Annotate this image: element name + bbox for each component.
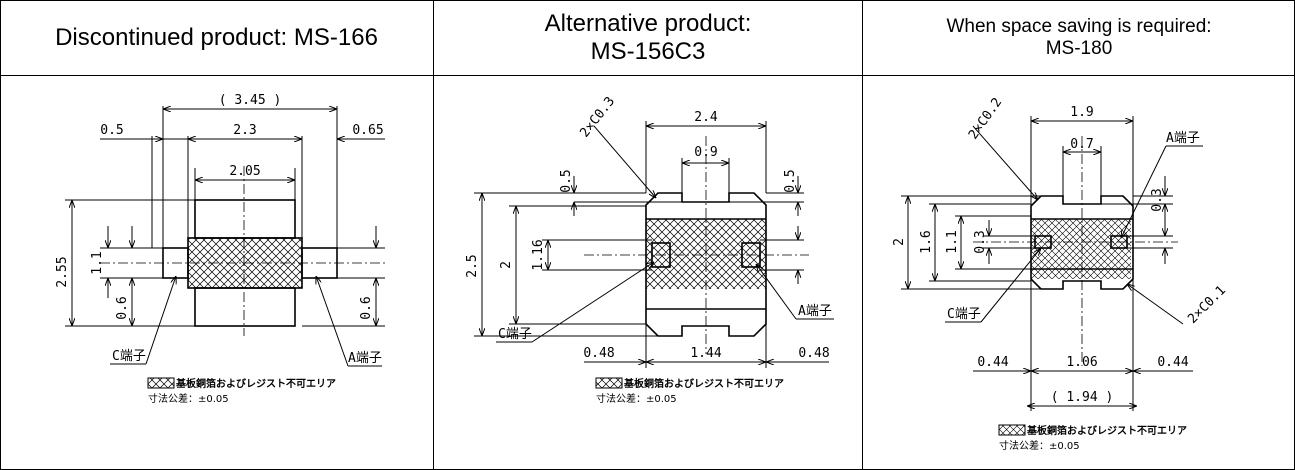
dim-term-height: 1.16 <box>531 239 546 270</box>
label-a-terminal: A端子 <box>798 304 832 319</box>
header-alternative: Alternative product: MS-156C3 <box>434 0 862 75</box>
dim-mid-width: 1.06 <box>1066 355 1097 370</box>
legend-tolerance: 寸法公差：±0.05 <box>999 439 1080 452</box>
dim-notch-width: 0.9 <box>694 145 717 160</box>
dim-overall-height: 2.5 <box>465 254 480 277</box>
dim-overall-height: 2 <box>892 238 907 246</box>
legend-hatch-swatch <box>147 377 175 389</box>
legend-area: 基板銅箔およびレジスト不可エリア <box>623 377 784 390</box>
dim-mid-width: 1.44 <box>690 346 721 361</box>
dim-left-ext: 0.44 <box>977 355 1008 370</box>
header-line: Alternative product: <box>544 9 752 37</box>
dim-left-pad: 0.5 <box>100 123 123 138</box>
header-line: MS-156C3 <box>590 37 706 65</box>
label-c-terminal: C端子 <box>498 327 532 342</box>
dim-notch-right: 0.3 <box>1150 188 1165 211</box>
dim-bottom-left: 0.6 <box>115 296 130 319</box>
dim-h2: 1.1 <box>945 230 960 253</box>
dim-left-ext: 0.48 <box>583 346 614 361</box>
drawing-ms180: 1.9 0.7 2×C0.2 A端子 0.3 2 1.6 1.1 0.3 2×C… <box>892 95 1229 452</box>
legend-tolerance: 寸法公差：±0.05 <box>596 392 677 405</box>
dim-notch-right: 0.5 <box>783 169 798 192</box>
header-space-saving: When space saving is required: MS-180 <box>863 0 1295 75</box>
dim-body-height: 2 <box>499 261 514 269</box>
dim-h1: 1.6 <box>919 230 934 253</box>
header-line: Discontinued product: MS-166 <box>55 23 378 51</box>
header-discontinued: Discontinued product: MS-166 <box>0 0 433 75</box>
dim-right-pad: 0.65 <box>352 123 383 138</box>
dim-h3: 0.3 <box>973 230 988 253</box>
label-a-terminal: A端子 <box>348 351 382 366</box>
label-chamfer: 2×C0.3 <box>577 94 618 140</box>
dim-height: 2.55 <box>55 256 70 287</box>
dim-notch-width: 0.7 <box>1070 137 1093 152</box>
legend-area: 基板銅箔およびレジスト不可エリア <box>1026 424 1187 437</box>
dim-body-width: 2.3 <box>233 123 256 138</box>
drawing-ms166: ( 3.45 ) 2.3 0.5 0.65 2.05 2.55 1.1 0.6 … <box>55 93 385 405</box>
dim-term-height: 1.1 <box>90 251 105 274</box>
dim-bottom-right: 0.6 <box>359 296 374 319</box>
dim-right-ext: 0.44 <box>1157 355 1188 370</box>
dim-inner-width: 2.05 <box>229 164 260 179</box>
dim-top-width: 1.9 <box>1070 105 1093 120</box>
label-chamfer-bottom: 2×C0.1 <box>1185 283 1229 327</box>
header-line: MS-180 <box>1045 37 1113 59</box>
dim-overall: ( 3.45 ) <box>219 93 282 108</box>
label-c-terminal: C端子 <box>112 349 146 364</box>
label-c-terminal: C端子 <box>947 307 981 322</box>
legend-hatch-swatch <box>998 424 1026 436</box>
label-chamfer-top: 2×C0.2 <box>966 95 1005 142</box>
dim-overall-width: ( 1.94 ) <box>1051 390 1114 405</box>
dim-right-ext: 0.48 <box>798 346 829 361</box>
header-line: When space saving is required: <box>946 15 1212 37</box>
legend-area: 基板銅箔およびレジスト不可エリア <box>175 377 336 390</box>
label-a-terminal: A端子 <box>1166 131 1200 146</box>
drawing-ms156c3: 2.4 0.9 2×C0.3 0.5 0.5 2.5 2 1.16 0.48 1… <box>465 94 834 405</box>
dim-notch-left: 0.5 <box>559 169 574 192</box>
dim-top-width: 2.4 <box>694 110 718 125</box>
legend-hatch-swatch <box>595 377 623 389</box>
legend-tolerance: 寸法公差：±0.05 <box>148 392 229 405</box>
